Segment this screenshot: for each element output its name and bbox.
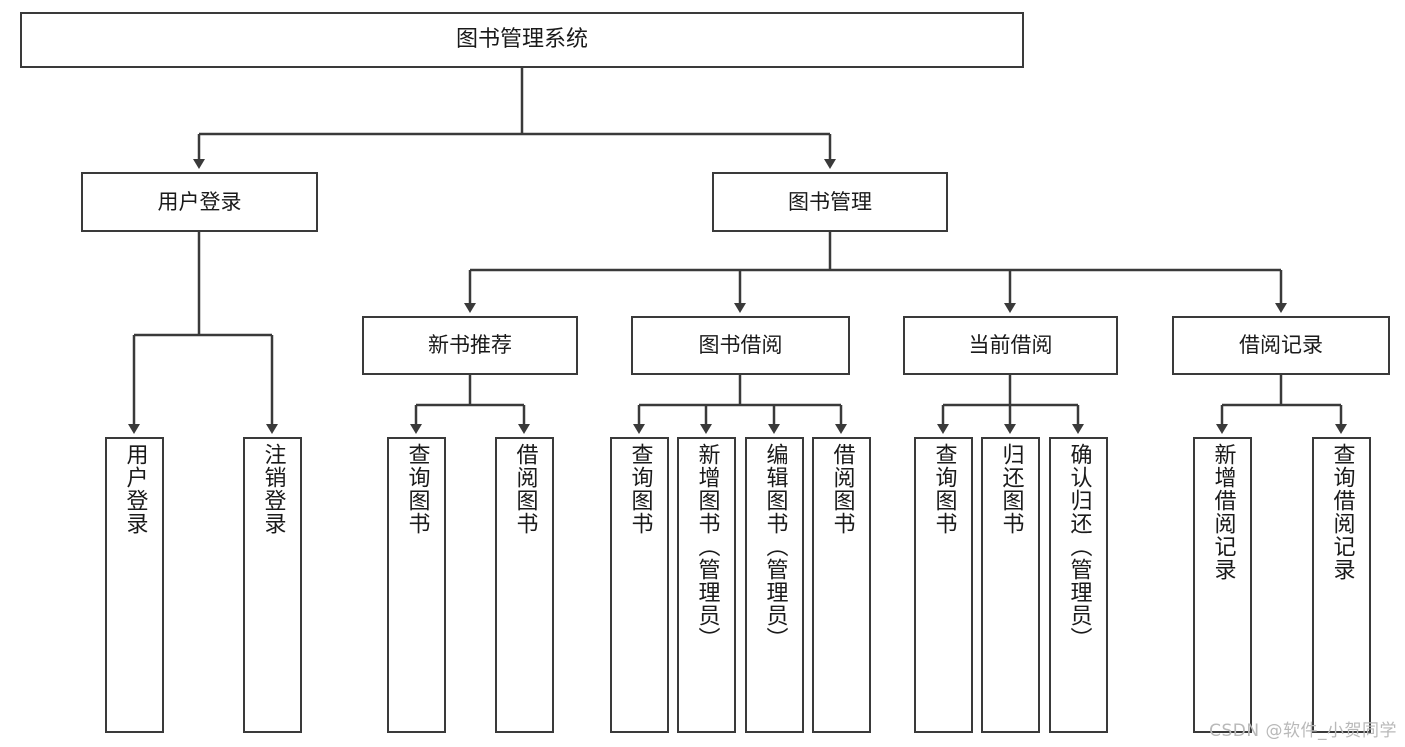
node-book-borrow-label: 图书借阅 — [698, 333, 783, 358]
leaf-query-borrow-record-label: 查询借阅记录 — [1329, 443, 1355, 581]
leaf-query-book-borrow-label: 查询图书 — [627, 443, 653, 535]
leaf-return-book-label: 归还图书 — [998, 443, 1024, 535]
leaf-borrow-book-recommend-label: 借阅图书 — [512, 443, 538, 535]
leaf-query-book-borrow[interactable]: 查询图书 — [610, 437, 669, 733]
node-root-label: 图书管理系统 — [455, 27, 588, 53]
node-current-borrow[interactable]: 当前借阅 — [903, 316, 1118, 375]
leaf-query-book-current[interactable]: 查询图书 — [914, 437, 973, 733]
leaf-confirm-return-admin-label: 确认归还（管理员） — [1066, 443, 1092, 650]
node-borrow-record-label: 借阅记录 — [1239, 333, 1323, 358]
leaf-borrow-book-recommend[interactable]: 借阅图书 — [495, 437, 554, 733]
leaf-borrow-book-label: 借阅图书 — [829, 443, 855, 535]
leaf-user-login-label: 用户登录 — [122, 443, 148, 535]
leaf-add-borrow-record[interactable]: 新增借阅记录 — [1193, 437, 1252, 733]
leaf-add-book-admin-label: 新增图书（管理员） — [694, 443, 720, 650]
node-root[interactable]: 图书管理系统 — [20, 12, 1024, 68]
node-book-management[interactable]: 图书管理 — [712, 172, 948, 232]
node-new-book-recommend-label: 新书推荐 — [428, 333, 512, 358]
leaf-query-book-current-label: 查询图书 — [931, 443, 957, 535]
node-current-borrow-label: 当前借阅 — [968, 333, 1053, 358]
leaf-query-book-recommend-label: 查询图书 — [404, 443, 430, 535]
leaf-borrow-book[interactable]: 借阅图书 — [812, 437, 871, 733]
node-user-login[interactable]: 用户登录 — [81, 172, 318, 232]
leaf-logout-label: 注销登录 — [260, 443, 286, 535]
leaf-add-book-admin[interactable]: 新增图书（管理员） — [677, 437, 736, 733]
watermark: CSDN @软件_小贺同学 — [1209, 721, 1397, 741]
leaf-query-borrow-record[interactable]: 查询借阅记录 — [1312, 437, 1371, 733]
leaf-add-borrow-record-label: 新增借阅记录 — [1210, 443, 1236, 581]
leaf-logout[interactable]: 注销登录 — [243, 437, 302, 733]
leaf-user-login[interactable]: 用户登录 — [105, 437, 164, 733]
leaf-query-book-recommend[interactable]: 查询图书 — [387, 437, 446, 733]
node-book-borrow[interactable]: 图书借阅 — [631, 316, 850, 375]
node-new-book-recommend[interactable]: 新书推荐 — [362, 316, 578, 375]
node-book-management-label: 图书管理 — [788, 189, 872, 214]
node-user-login-label: 用户登录 — [157, 189, 242, 214]
leaf-confirm-return-admin[interactable]: 确认归还（管理员） — [1049, 437, 1108, 733]
leaf-edit-book-admin-label: 编辑图书（管理员） — [762, 443, 788, 650]
node-borrow-record[interactable]: 借阅记录 — [1172, 316, 1390, 375]
leaf-edit-book-admin[interactable]: 编辑图书（管理员） — [745, 437, 804, 733]
leaf-return-book[interactable]: 归还图书 — [981, 437, 1040, 733]
